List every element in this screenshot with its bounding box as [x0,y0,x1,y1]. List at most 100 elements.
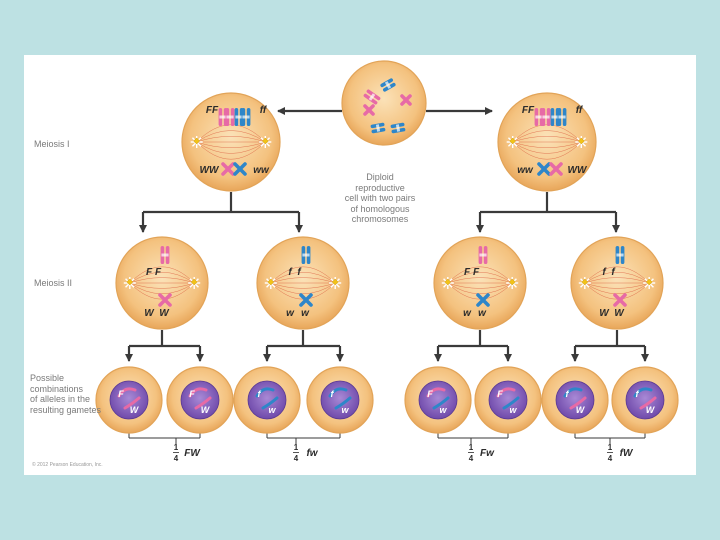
gamete-chromosome [261,396,279,410]
parent-cell-caption: Diploid reproductive cell with two pairs… [344,172,416,224]
spindle-fiber [270,277,336,284]
bottom-chromosome [221,162,235,176]
spindle-fiber [584,277,650,284]
spindle-fiber [196,130,266,143]
spindle-fiber [447,266,513,284]
gamete-allele: F [427,389,433,399]
gamete-genotype: FW [184,448,201,459]
blue-chromosome [390,122,406,134]
spindle-fibers [123,266,201,300]
gamete-allele: F [118,389,124,399]
gamete-chromosome [563,387,583,398]
allele-label: ww [253,165,270,176]
chromatid [549,162,563,176]
spindle-fiber [270,282,336,294]
centrosome [193,137,201,145]
bottom-chromosome [299,293,313,307]
top-chromosome [478,246,488,264]
centromere [616,253,624,257]
gamete-chromosome [328,387,348,398]
gametes-label: Possible combinations of alleles in the … [30,373,102,415]
fraction-denominator: 4 [294,454,299,463]
centrosome [126,278,134,286]
centrosome [331,278,339,286]
fraction-denominator: 4 [608,454,613,463]
allele-label: W [614,308,625,319]
spindle-fiber [129,282,195,289]
bottom-chromosome [476,293,490,307]
meiosis1-label: Meiosis I [34,139,70,149]
gamete-genotype: fW [620,448,634,459]
centromere [302,253,310,257]
allele-label: FF [522,105,535,116]
allele-label: ff [576,105,584,116]
gamete-genotype: fw [306,448,318,459]
parent-cell [341,60,427,146]
spindle-fiber [196,141,266,160]
gamete-allele: W [130,405,140,415]
centromere [558,115,566,119]
gamete-genotype: Fw [480,448,495,459]
centromere [368,93,376,101]
blue-chromosome [557,108,567,126]
chromatid [613,293,627,307]
allele-label: f [288,267,293,278]
centrosome [645,278,653,286]
bottom-chromosome [613,293,627,307]
gamete-chromosome [255,387,275,398]
gamete-chromosome [117,387,137,398]
centromere [395,124,401,132]
gamete-nucleus [180,380,220,420]
centrosome [581,278,589,286]
gamete-allele: F [189,389,195,399]
gamete-allele: w [509,405,517,415]
pink-chromosome [363,89,381,105]
gamete-chromosome [426,387,446,398]
centrosome [508,278,516,286]
bottom-chromosome [158,293,172,307]
top-chromosome [615,246,625,264]
gamete-chromosome [569,396,587,410]
centromere [219,115,227,119]
gamete-chromosome [502,396,520,410]
chromatid [400,94,412,106]
meiosis2-label: Meiosis II [34,278,73,288]
centromere [542,115,550,119]
gamete-allele: f [331,389,335,399]
spindle-fibers [441,266,519,300]
gamete-chromosome [432,396,450,410]
gamete-chromosome [639,396,657,410]
fraction-numerator: 1 [469,443,474,452]
chromatid [537,162,551,176]
bottom-chromosome [537,162,551,176]
gamete-allele: w [439,405,447,415]
allele-label: F [473,267,480,278]
gamete-nucleus [418,380,458,420]
spindle-fiber [512,141,582,148]
centrosome [190,278,198,286]
spindle-fiber [584,282,650,289]
gamete-chromosome [633,387,653,398]
allele-label: W [144,308,155,319]
spindle-fiber [196,141,266,154]
fraction-denominator: 4 [174,454,179,463]
gamete-nucleus [555,380,595,420]
pink-chromosome [400,94,412,106]
centromere [384,81,392,89]
allele-label: W [159,308,170,319]
gamete-chromosome [496,387,516,398]
spindle-fiber [584,282,650,294]
cell-layer [95,60,679,434]
gamete-allele: w [341,405,349,415]
blue-chromosome [380,78,396,92]
spindle-fiber [196,141,266,148]
allele-label: f [611,267,616,278]
pink-chromosome [225,108,235,126]
allele-label: WW [568,165,588,176]
gamete-nucleus [109,380,149,420]
allele-label: w [478,308,487,319]
allele-label: f [297,267,302,278]
blue-chromosome [370,122,386,134]
spindle-fiber [196,136,266,143]
